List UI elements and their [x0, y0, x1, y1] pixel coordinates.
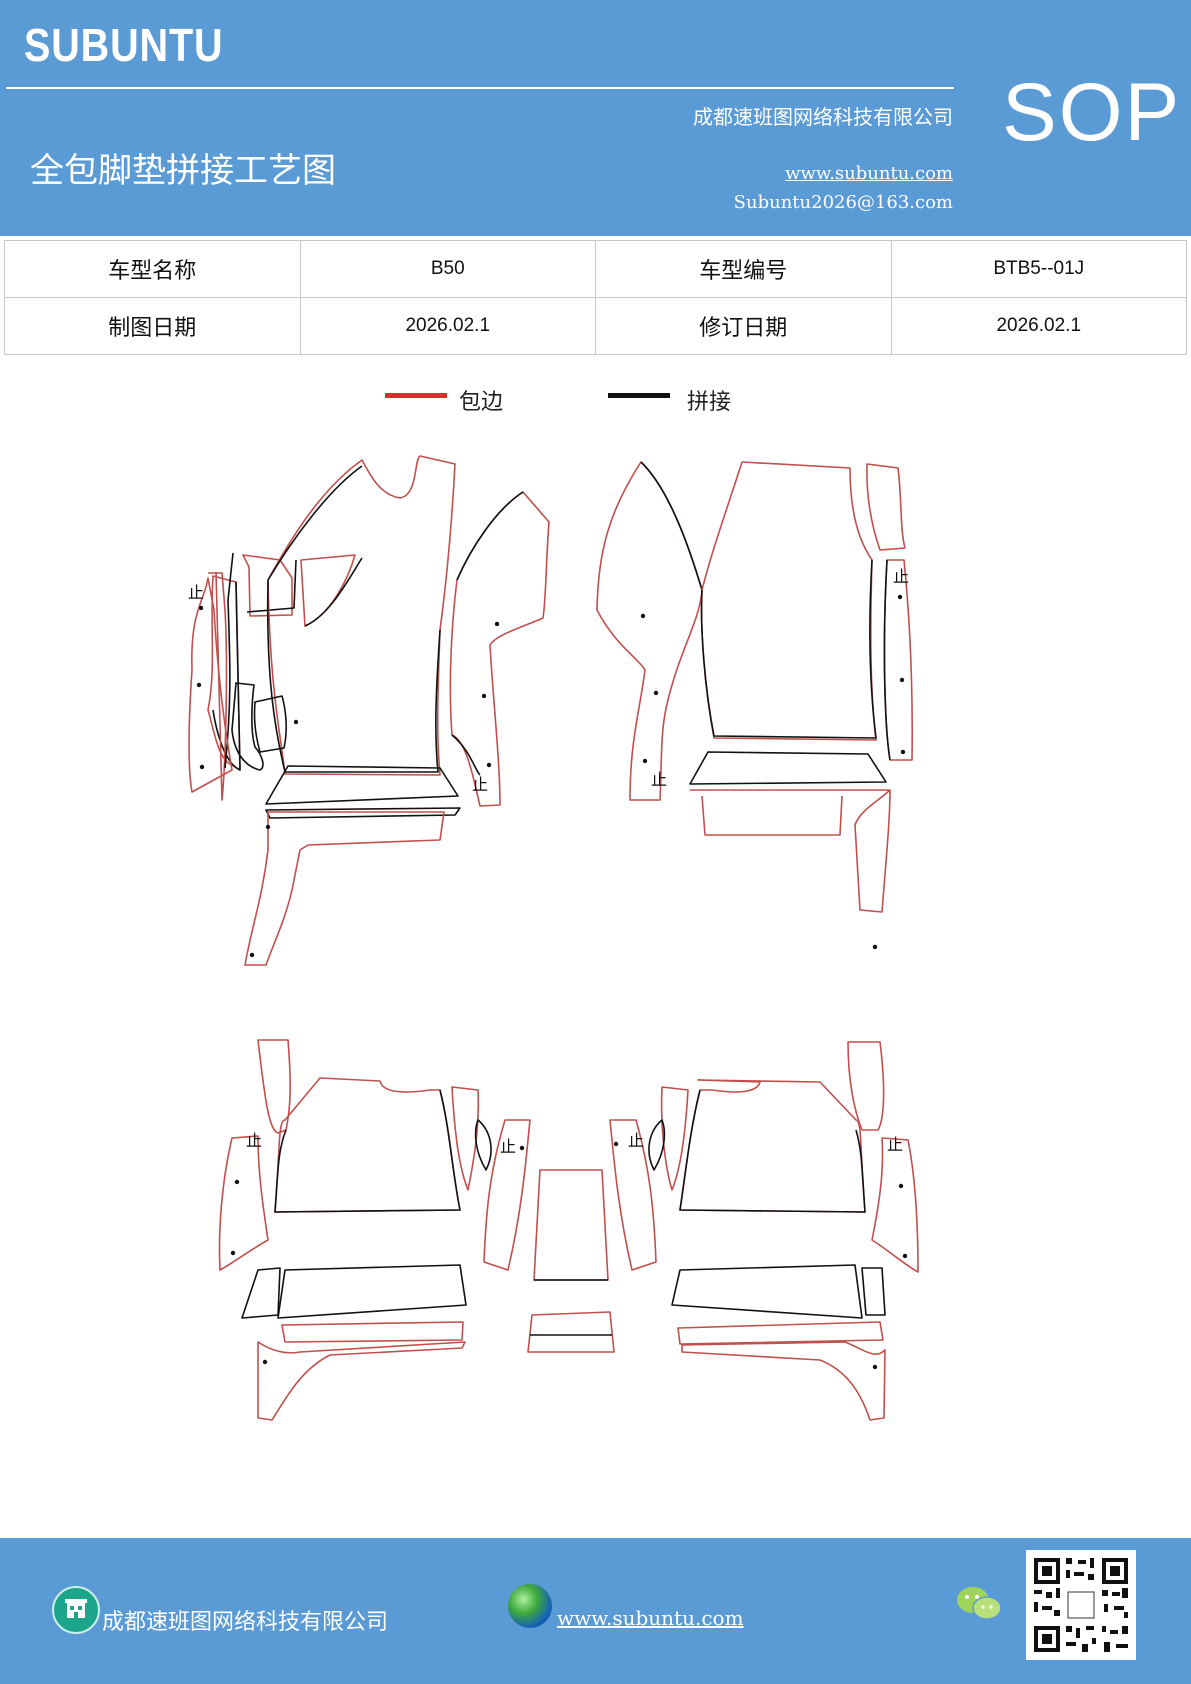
piece-tr-long — [883, 559, 913, 761]
piece-br-long — [871, 1137, 919, 1273]
wechat-icon[interactable] — [955, 1584, 1003, 1624]
piece-br-strip — [847, 1041, 885, 1131]
piece-tr-main-mat — [700, 461, 877, 741]
piece-br-side-b — [648, 1119, 666, 1171]
label-revision-date: 修订日期 — [595, 297, 892, 355]
sop-badge: SOP — [1002, 67, 1182, 158]
header-divider — [6, 87, 954, 89]
piece-tl-side — [449, 491, 550, 807]
table-row: 制图日期 2026.02.1 修订日期 2026.02.1 — [4, 297, 1187, 355]
floor-mat-drawing: 止 止 止 止 止 止 止 止 — [188, 455, 919, 1421]
piece-bc-lower — [527, 1311, 615, 1353]
piece-bl-side-c — [483, 1119, 531, 1271]
piece-tr-side — [596, 461, 703, 801]
piece-bl-bottom — [257, 1341, 466, 1421]
header-email: Subuntu2026@163.com — [733, 192, 953, 213]
piece-bl-lower-strip — [277, 1264, 467, 1319]
document-title: 全包脚垫拼接工艺图 — [30, 151, 336, 191]
piece-tr-bottom — [690, 789, 891, 913]
legend-swatch-seam — [608, 393, 670, 398]
footer-band: 成都速班图网络科技有限公司 www.subuntu.com — [0, 1538, 1191, 1684]
piece-br-main-mat — [679, 1079, 866, 1213]
seam-tr-main-mat — [700, 559, 877, 739]
piece-br-lower-thin — [677, 1321, 884, 1345]
stop-marker: 止 — [188, 583, 204, 602]
piece-bc-tunnel — [533, 1169, 609, 1281]
piece-tr-strip — [866, 463, 906, 551]
footer-company-name: 成都速班图网络科技有限公司 — [102, 1610, 389, 1635]
value-draw-date: 2026.02.1 — [299, 297, 596, 355]
hole-markers — [196, 594, 908, 1370]
qr-code — [1026, 1550, 1136, 1660]
piece-br-bottom — [681, 1341, 886, 1421]
seam-tl-side — [451, 491, 524, 776]
piece-bl-side-b — [474, 1119, 492, 1171]
piece-tl-strip — [207, 575, 241, 771]
piece-tl-panel-b — [300, 554, 356, 627]
label-model-code: 车型编号 — [595, 240, 892, 298]
stop-marker: 止 — [472, 775, 488, 794]
piece-br-side-a — [660, 1086, 689, 1191]
stop-marker: 止 — [893, 567, 909, 586]
stop-marker: 止 — [887, 1135, 903, 1154]
piece-br-lower-strip — [671, 1264, 863, 1319]
label-model-name: 车型名称 — [4, 240, 301, 298]
legend: 包边 拼接 — [0, 384, 1191, 424]
seam-tr-side — [640, 461, 703, 591]
globe-icon — [508, 1584, 552, 1628]
piece-tr-lower-strip — [689, 751, 887, 785]
seam-tl-panel-b — [304, 557, 363, 627]
piece-tl-lower-thin — [265, 807, 461, 819]
value-model-name: B50 — [299, 240, 596, 298]
value-model-code: BTB5--01J — [890, 240, 1187, 298]
legend-label-seam: 拼接 — [687, 390, 732, 415]
table-row: 车型名称 B50 车型编号 BTB5--01J — [4, 240, 1187, 298]
stop-marker: 止 — [500, 1137, 516, 1156]
vehicle-info-table: 车型名称 B50 车型编号 BTB5--01J 制图日期 2026.02.1 修… — [4, 240, 1187, 355]
piece-tl-main-mat — [267, 455, 456, 776]
stop-marker: 止 — [628, 1131, 644, 1150]
legend-label-edge: 包边 — [459, 390, 504, 415]
header-band: SUBUNTU 成都速班图网络科技有限公司 全包脚垫拼接工艺图 www.subu… — [0, 0, 1191, 236]
piece-bl-long — [218, 1135, 269, 1271]
piece-tl-small-a — [231, 682, 264, 771]
piece-bl-main-mat — [274, 1077, 461, 1213]
piece-bl-lower-a — [241, 1267, 281, 1319]
seam-tr-long — [883, 559, 891, 761]
building-icon — [52, 1586, 100, 1634]
seam-br-main-mat — [679, 1089, 866, 1213]
seam-bl-main-mat — [274, 1089, 461, 1213]
piece-bl-side-a — [451, 1086, 480, 1191]
header-website-link[interactable]: www.subuntu.com — [785, 163, 953, 184]
stop-marker: 止 — [651, 770, 667, 789]
piece-tl-bottom — [244, 811, 445, 966]
legend-swatch-edge — [385, 393, 447, 398]
header-company-name: 成都速班图网络科技有限公司 — [693, 105, 953, 129]
piece-tl-long — [188, 577, 233, 793]
seam-tl-main-mat — [266, 465, 441, 773]
label-draw-date: 制图日期 — [4, 297, 301, 355]
stop-marker: 止 — [246, 1131, 262, 1150]
brand-logo-text: SUBUNTU — [24, 19, 224, 71]
piece-tl-edge — [208, 571, 228, 801]
piece-br-lower-a — [861, 1267, 886, 1316]
value-revision-date: 2026.02.1 — [890, 297, 1187, 355]
footer-website-link[interactable]: www.subuntu.com — [557, 1606, 744, 1630]
piece-bl-lower-thin — [281, 1321, 464, 1343]
piece-tl-small-b — [253, 695, 287, 753]
piece-br-side-c — [609, 1119, 657, 1271]
piece-tl-lower-strip — [265, 765, 459, 805]
seam-tl-panel-a — [246, 559, 297, 613]
